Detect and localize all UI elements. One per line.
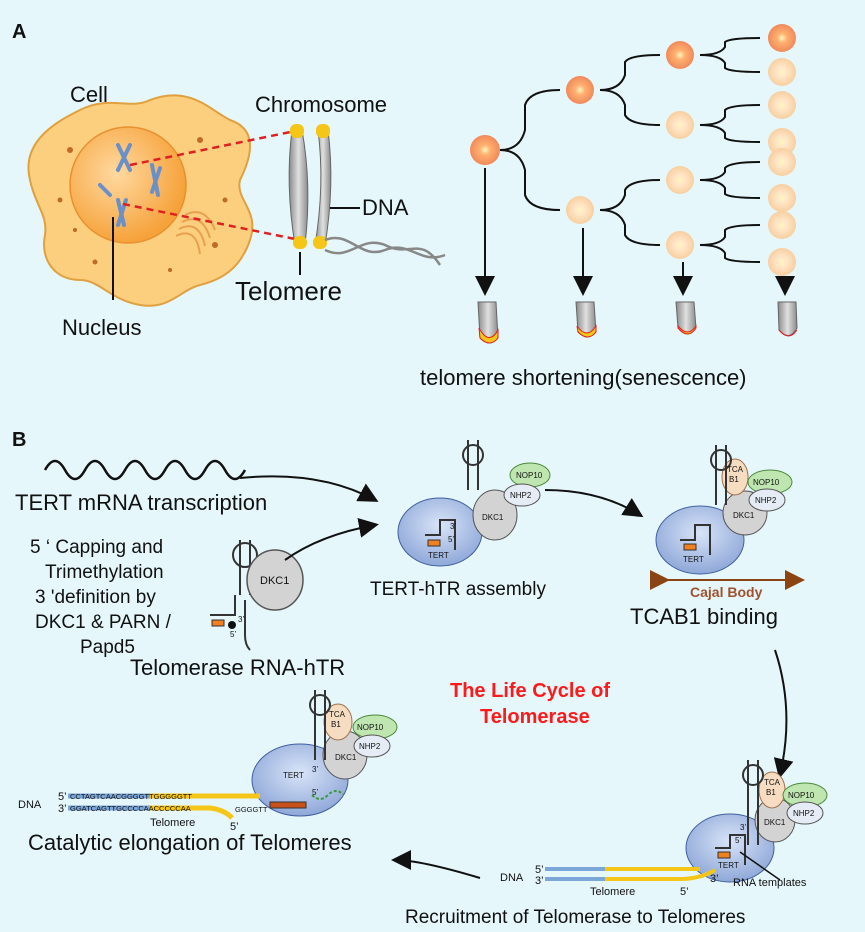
htr-rna: DKC1 3’ 5’ [210,540,304,651]
capping-text: 5 ‘ Capping and Trimethylation 3 'defini… [30,537,172,658]
cell-label: Cell [70,82,108,107]
dna-label: DNA [362,195,409,220]
htr-3prime: 3’ [238,615,244,624]
nucleus [69,126,187,244]
mrna-label: TERT mRNA transcription [15,490,267,515]
organelle-dots [57,137,228,272]
recruit-dna [545,867,717,881]
tcab1-b1: B1 [729,475,739,484]
assembly-dkc1: DKC1 [482,513,504,522]
capping-line-5: Papd5 [80,637,135,658]
catalytic-complex: TCA B1 NOP10 NHP2 DKC1 TERT 3’ 5’ [251,690,398,817]
shortening-label: telomere shortening(senescence) [420,365,747,390]
htr-dkc1-label: DKC1 [260,575,289,587]
nucleus-label: Nucleus [62,315,141,340]
recruit-nhp2: NHP2 [793,809,815,818]
dna-helix [324,236,446,266]
cat-3prime: 3’ [312,765,318,774]
htr-5prime: 5’ [230,630,236,639]
recruit-tert: TERT [718,861,739,870]
panel-b-label: B [12,429,26,451]
lifecycle-title-2: Telomerase [480,706,590,728]
capping-line-3: 3 'definition by [35,587,156,608]
assembly-nop10: NOP10 [516,471,543,480]
mrna-wave [43,459,247,481]
assembly-3prime: 3’ [450,522,456,531]
tcab1-nhp2: NHP2 [755,496,777,505]
tcab1-nop10: NOP10 [753,478,780,487]
catalytic-dna: CCTAGTCAACGGGGTTGGGGGTT GGATCAGTTGCCCCAA… [68,792,268,820]
catalytic-label: Catalytic elongation of Telomeres [28,830,352,855]
seq-top: CCTAGTCAACGGGGTTGGGGGTT [70,792,192,801]
arrow-recruit-to-catalytic [391,850,481,879]
telomere-label: Telomere [235,276,342,306]
tcab1-complex: TCA B1 NOP10 NHP2 DKC1 TERT [655,445,793,575]
chromosome-label: Chromosome [255,92,387,117]
recruit-nop10: NOP10 [788,791,815,800]
zoom-line-bottom [122,202,301,242]
recruit-dkc1: DKC1 [764,818,786,827]
cat-b1: B1 [331,720,341,729]
arrow-tcab1-to-recruit [773,649,794,779]
recruit-dna-label: DNA [500,872,524,884]
panel-a-label: A [12,21,26,43]
htr-label: Telomerase RNA-hTR [130,655,345,680]
recruit-5prime: 5’ [735,836,741,845]
chromosome [288,124,332,249]
lineage-cells [470,24,796,276]
arrow-mrna-to-assembly [239,475,379,502]
assembly-complex: 3’ 5’ TERT DKC1 NOP10 NHP2 [397,440,551,567]
assembly-label: TERT-hTR assembly [370,579,546,600]
cat-5prime-top: 5’ [58,791,67,803]
tcab1-dkc1: DKC1 [733,511,755,520]
seq-tail: GGGGTT [235,805,268,814]
cat-nhp2: NHP2 [359,742,381,751]
capping-line-2: Trimethylation [45,562,164,583]
cat-dna-label: DNA [18,799,42,811]
tcab1-tca: TCA [727,465,744,474]
seq-bottom: GGATCAGTTGCCCCAACCCCCAA [70,804,191,813]
golgi [175,211,216,255]
zoom-line-top [129,128,301,167]
recruitment-label: Recruitment of Telomerase to Telomeres [405,907,745,928]
cat-telomere-label: Telomere [150,817,195,829]
cat-3prime-bot: 3’ [58,803,67,815]
assembly-5prime: 5’ [448,535,454,544]
telomere-tips [477,301,798,344]
recruit-3prime-bot: 3’ [535,875,544,887]
cat-dkc1: DKC1 [335,753,357,762]
cat-5prime: 5’ [312,788,318,797]
rna-templates-label: RNA templates [733,877,807,889]
tcab1-label: TCAB1 binding [630,604,778,629]
recruit-b1: B1 [766,788,776,797]
capping-line-1: 5 ‘ Capping and [30,537,163,558]
cat-tert: TERT [283,771,304,780]
tcab1-tert: TERT [683,555,704,564]
cat-5prime-end: 5’ [230,821,239,833]
assembly-tert: TERT [428,551,449,560]
recruit-telomere-label: Telomere [590,886,635,898]
arrow-htr-to-assembly [284,518,379,561]
recruit-3prime-end: 3’ [710,873,719,885]
lineage-tree [499,37,761,263]
lineage-arrows [475,168,795,296]
cat-tca: TCA [329,710,346,719]
lifecycle-title-1: The Life Cycle of [450,680,610,702]
recruit-5prime-end: 5’ [680,886,689,898]
recruit-tca: TCA [764,778,781,787]
arrow-assembly-to-tcab1 [544,489,644,518]
assembly-nhp2: NHP2 [510,491,532,500]
capping-line-4: DKC1 & PARN / [35,612,172,633]
recruitment-complex: TCA B1 NOP10 NHP2 DKC1 TERT 5’ 3’ [685,760,828,883]
cajal-label: Cajal Body [690,584,763,600]
cat-nop10: NOP10 [357,723,384,732]
recruit-3prime: 3’ [740,823,746,832]
recruit-5prime-top: 5’ [535,864,544,876]
